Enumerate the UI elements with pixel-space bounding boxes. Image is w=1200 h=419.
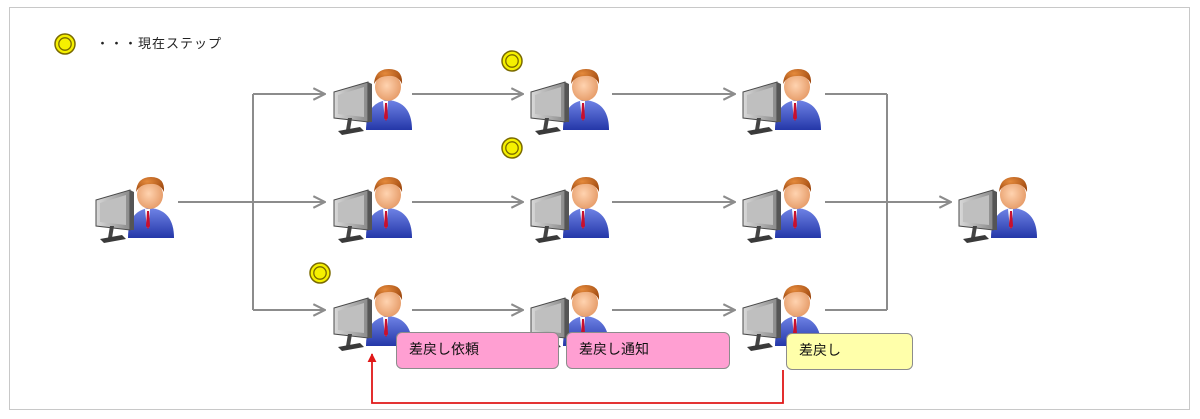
- person-row1-step3-icon: [737, 60, 827, 140]
- legend-marker-icon: [54, 33, 76, 55]
- return-label: 差戻し: [786, 333, 913, 370]
- return-arrow: [367, 353, 784, 404]
- return-request-label: 差戻し依頼: [396, 332, 559, 369]
- person-row2-step1-icon: [328, 168, 418, 248]
- person-row1-step1-icon: [328, 60, 418, 140]
- return-notice-label: 差戻し通知: [566, 332, 730, 369]
- person-row1-step2-icon: [525, 60, 615, 140]
- person-row2-step2-icon: [525, 168, 615, 248]
- current-step-marker-icon: [501, 137, 523, 159]
- person-row2-step3-icon: [737, 168, 827, 248]
- current-step-marker-icon: [501, 50, 523, 72]
- person-end-icon: [953, 168, 1043, 248]
- legend-text: ・・・現在ステップ: [96, 37, 223, 52]
- current-step-marker-icon: [309, 262, 331, 284]
- person-start-icon: [90, 168, 180, 248]
